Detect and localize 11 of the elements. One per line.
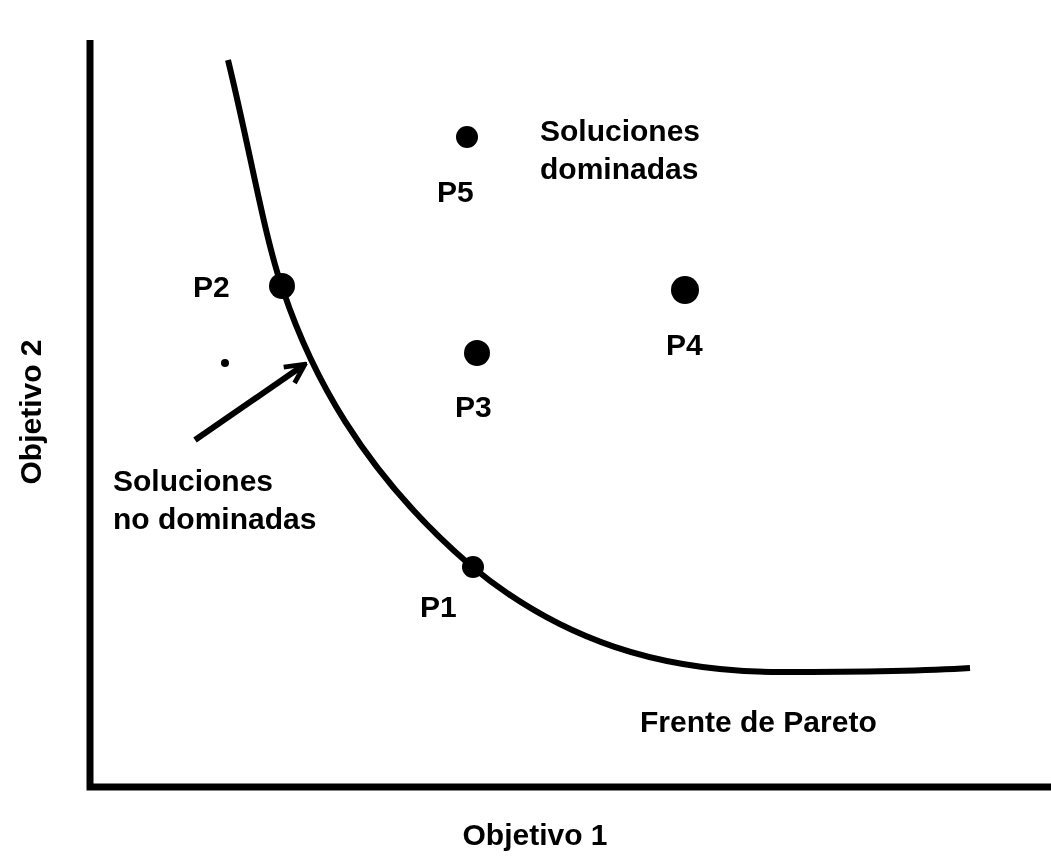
point-label: P1: [420, 589, 457, 625]
arrow: [193, 361, 308, 443]
point-label: P3: [455, 389, 492, 425]
axis-label: Objetivo 2: [12, 339, 48, 485]
annotation-text: Soluciones no dominadas: [113, 462, 317, 538]
axis-label: Objetivo 1: [462, 817, 608, 853]
point-label: P4: [666, 327, 703, 363]
point-label: P2: [193, 269, 230, 305]
point-label: P5: [437, 174, 474, 210]
curve-label: Frente de Pareto: [640, 704, 877, 740]
region-label: Soluciones dominadas: [540, 113, 701, 187]
